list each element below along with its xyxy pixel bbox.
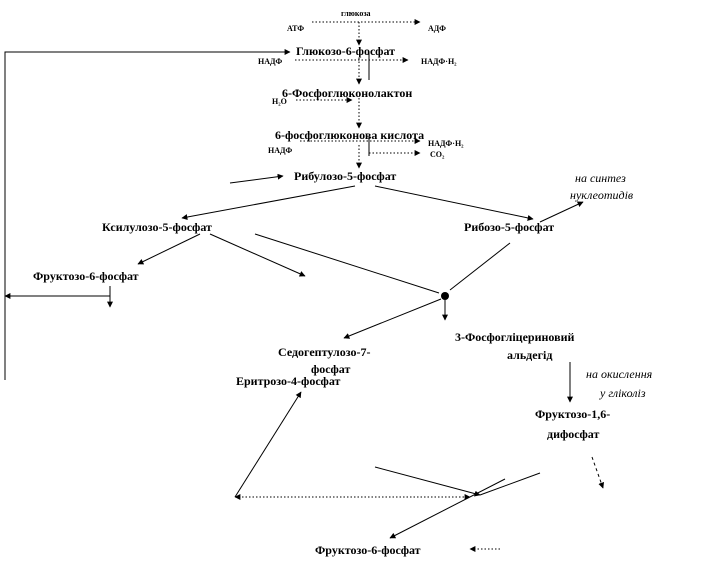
arrow-cycle-in <box>374 466 481 497</box>
label-h2o: Н₂О <box>272 97 287 106</box>
label-lactone: 6-Фосфоглюконолактон <box>282 86 413 100</box>
label-nadp-1: НАДФ <box>258 57 283 66</box>
arrow-ribulose-ribose <box>374 185 534 221</box>
arrow-xylulose-f6p <box>137 233 201 265</box>
label-g6p: Глюкозо-6-фосфат <box>296 44 396 58</box>
arrow-fbp-out <box>591 456 605 489</box>
label-sedo-1: Седогептулозо-7- <box>278 345 371 359</box>
arrow-node-sedo <box>343 298 442 339</box>
label-gap-2: альдегід <box>507 348 553 362</box>
arrow-ribulose-xylulose <box>181 185 356 220</box>
label-fbp-2: дифосфат <box>547 427 600 441</box>
label-oxidation-1: на окислення <box>586 367 653 381</box>
label-fbp-1: Фруктозо-1,6- <box>535 407 611 421</box>
arrow-ribose-node <box>449 242 511 291</box>
label-gluconate: 6-фосфоглюконова кислота <box>275 128 425 142</box>
label-nadph-1: НАДФ·Н₂ <box>421 57 457 66</box>
label-oxidation-2: у гліколіз <box>600 386 646 400</box>
loop-left-up <box>4 49 291 380</box>
transketolase-node <box>441 292 449 300</box>
label-f6p-bottom: Фруктозо-6-фосфат <box>315 543 421 557</box>
arrow-cycle-f6p <box>389 478 506 539</box>
arrow-fbp-cycle <box>479 472 541 496</box>
label-ribulose: Рибулозо-5-фосфат <box>294 169 397 183</box>
label-nadph-2: НАДФ·Н₂ <box>428 139 464 148</box>
label-nadp-2: НАДФ <box>268 146 293 155</box>
label-adp: АДФ <box>428 24 447 33</box>
label-glucose: глюкоза <box>341 9 371 18</box>
label-atp: АТФ <box>287 24 305 33</box>
label-nucleotides-2: нуклеотидів <box>570 188 634 202</box>
arrow-xylulose-down <box>209 233 306 277</box>
arrow-to-ribulose <box>229 173 284 184</box>
label-nucleotides-1: на синтез <box>575 171 626 185</box>
label-sedo-2: фосфат <box>311 362 351 376</box>
label-f6p-left: Фруктозо-6-фосфат <box>33 269 139 283</box>
arrow-to-erythrose <box>234 391 302 498</box>
label-co2: СО₂ <box>430 150 445 159</box>
arrow-to-nucleotides <box>539 201 584 223</box>
label-ribose: Рибозо-5-фосфат <box>464 220 555 234</box>
label-gap-1: 3-Фосфогліцериновий <box>455 330 575 344</box>
arrow-xylulose-node <box>254 233 440 294</box>
label-xylulose: Ксилулозо-5-фосфат <box>102 220 212 234</box>
label-erythrose: Еритрозо-4-фосфат <box>236 374 341 388</box>
